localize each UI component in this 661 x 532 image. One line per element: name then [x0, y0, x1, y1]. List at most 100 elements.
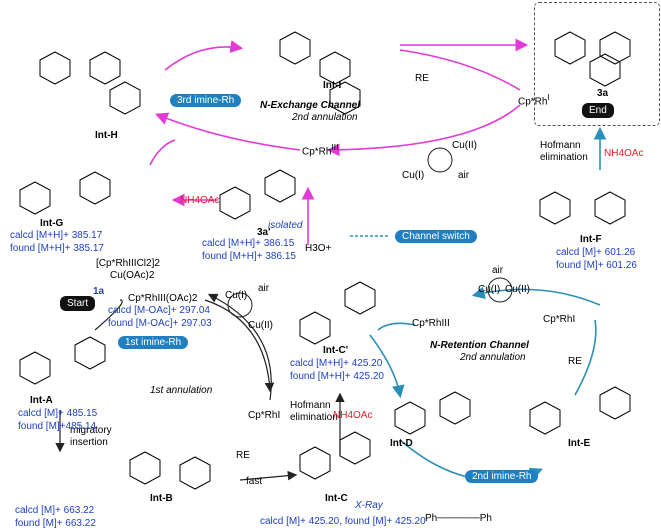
nh4oac-g: NH4OAc — [180, 195, 220, 206]
structure-int-i — [279, 31, 361, 115]
label-3a: 3a — [597, 88, 609, 99]
pill-first-imine: 1st imine-Rh — [118, 336, 189, 349]
air-top: air — [458, 170, 470, 181]
cprh3-mid: Cp*RhIII — [412, 318, 450, 329]
label-int-c-prime: Int-C' — [323, 345, 349, 356]
cprh1-right: Cp*RhI — [543, 314, 576, 325]
h3o-label: H3O+ — [305, 243, 332, 254]
p3a-found: found [M+H]+ 386.15 — [202, 251, 296, 262]
re-top-label: RE — [415, 73, 429, 84]
air-left: air — [258, 283, 270, 294]
arrow-e-to-cprh1 — [574, 319, 597, 396]
label-int-f: Int-F — [580, 234, 602, 245]
oac-calcd: calcd [M-OAc]+ 297.04 — [108, 305, 210, 316]
structure-3a — [554, 31, 631, 87]
fast-label: fast — [246, 476, 263, 487]
cu2-top: Cu(II) — [452, 140, 477, 151]
cprh1-top-text: Cp*Rh — [518, 96, 548, 108]
n-exchange-title: N-Exchange Channel — [260, 100, 361, 111]
f-calcd: calcd [M]+ 601.26 — [556, 247, 636, 258]
c-mass: calcd [M]+ 425.20, found [M]+ 425.20 — [260, 516, 426, 527]
arrow-cprh3-to-cp — [377, 322, 416, 331]
arrow-h-to-i — [164, 40, 244, 71]
n-retention-title: N-Retention Channel — [430, 340, 529, 351]
hofmann-mid: Hofmann elimination — [290, 400, 338, 423]
rh-oac: Cp*RhIII(OAc)2 — [128, 293, 198, 304]
cu2-left: Cu(II) — [248, 320, 273, 331]
start-badge: Start — [60, 296, 96, 311]
label-int-a: Int-A — [30, 395, 53, 406]
label-int-b: Int-B — [150, 493, 173, 504]
structure-int-cp — [299, 281, 376, 345]
arrow-cprh1-to-cprh3 — [326, 104, 521, 157]
label-int-h: Int-H — [95, 130, 118, 141]
migratory-insertion: migratory insertion — [70, 425, 112, 448]
structure-int-c — [299, 431, 371, 480]
re-bottom: RE — [236, 450, 250, 461]
structure-int-a — [19, 336, 106, 385]
cu2-mid: Cu(II) — [505, 284, 530, 295]
rh-dimer: [Cp*RhIIICl2]2 — [96, 258, 160, 269]
p3a-calcd: calcd [M+H]+ 386.15 — [202, 238, 295, 249]
arrow-rh1-to-oac — [207, 293, 272, 401]
structure-int-e — [529, 386, 631, 435]
alkyne-bottom: Ph──────Ph — [425, 513, 492, 524]
cprh3-top-text: Cp*Rh — [302, 146, 332, 158]
label-int-c: Int-C — [325, 493, 348, 504]
arrow-f-to-cprh3 — [471, 286, 601, 306]
cu-oac: Cu(OAc)2 — [110, 270, 155, 281]
arrow-cp-to-d — [369, 334, 405, 399]
arrow-a-to-oac — [94, 299, 123, 331]
cp-found: found [M+H]+ 425.20 — [290, 371, 384, 382]
cu1-top: Cu(I) — [402, 170, 425, 181]
structure-int-h — [39, 51, 141, 115]
arrow-cprh3-to-h — [155, 112, 301, 151]
arrow-b-to-c — [239, 470, 298, 481]
label-int-d: Int-D — [390, 438, 413, 449]
b-calcd: calcd [M]+ 663.22 — [15, 505, 95, 516]
pill-third-imine: 3rd imine-Rh — [170, 94, 242, 107]
cprh1-top-sup: I — [547, 92, 550, 102]
cu1-mid: Cu(I) — [478, 284, 501, 295]
arrow-oac-cycle — [204, 299, 275, 393]
nh4oac-mid: NH4OAc — [333, 410, 373, 421]
xray-label: X-Ray — [355, 500, 383, 511]
cprh1-top: Cp*RhI — [518, 92, 550, 108]
isolated-label: isolated — [268, 220, 303, 231]
cprh1-mid: Cp*RhI — [248, 410, 281, 421]
g-found: found [M+H]+ 385.17 — [10, 243, 104, 254]
oac-found: found [M-OAc]+ 297.03 — [108, 318, 212, 329]
g-calcd: calcd [M+H]+ 385.17 — [10, 230, 103, 241]
label-1a: 1a — [93, 286, 105, 297]
cu1-left: Cu(I) — [225, 290, 248, 301]
a-calcd: calcd [M]+ 485.15 — [18, 408, 98, 419]
n-exchange-subtitle: 2nd annulation — [292, 112, 358, 123]
a-found: found [M]+485.14 — [18, 421, 97, 432]
structure-int-d — [394, 391, 471, 435]
n-retention-subtitle: 2nd annulation — [460, 352, 526, 363]
pill-channel-switch: Channel switch — [395, 230, 477, 243]
first-annulation-label: 1st annulation — [150, 385, 213, 396]
structure-int-f — [539, 191, 626, 225]
b-found: found [M]+ 663.22 — [15, 518, 96, 529]
cprh3-top: Cp*RhIII — [302, 142, 339, 158]
structure-int-g — [19, 171, 111, 215]
f-found: found [M]+ 601.26 — [556, 260, 637, 271]
cp-calcd: calcd [M+H]+ 425.20 — [290, 358, 383, 369]
arrow-re-to-cprh1 — [399, 49, 521, 91]
re-right: RE — [568, 356, 582, 367]
pill-second-imine: 2nd imine-Rh — [465, 470, 539, 483]
nh4oac-right: NH4OAc — [604, 148, 644, 159]
end-product-box — [534, 2, 660, 126]
label-int-i: Int-I — [323, 80, 342, 91]
cprh3-top-sup: III — [331, 142, 339, 152]
air-mid: air — [492, 265, 504, 276]
hofmann-right: Hofmann elimination — [540, 140, 588, 163]
structure-3ap — [219, 169, 296, 220]
label-int-e: Int-E — [568, 438, 591, 449]
arrow-g-to-h — [149, 139, 176, 166]
label-3a-prime: 3a' — [257, 227, 271, 238]
end-badge: End — [582, 103, 614, 118]
